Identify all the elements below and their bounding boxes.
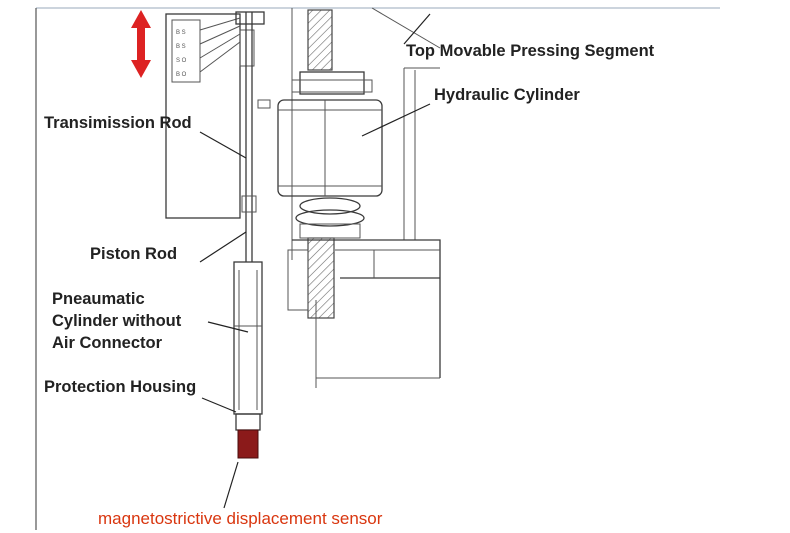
label-pneumatic-line3: Air Connector — [52, 334, 163, 352]
transmission-rod — [241, 12, 271, 262]
control-box: B S B S S O B O — [165, 11, 265, 219]
svg-text:B O: B O — [176, 72, 187, 78]
hydraulic-cylinder-body — [277, 71, 383, 239]
motion-double-arrow-icon — [131, 10, 151, 78]
label-top-segment: Top Movable Pressing Segment — [406, 42, 655, 60]
svg-text:B S: B S — [176, 30, 186, 36]
label-pneumatic-line1: Pneaumatic — [52, 290, 145, 308]
pneumatic-cylinder — [233, 261, 263, 415]
label-pneumatic-line2: Cylinder without — [52, 312, 182, 330]
leader-sensor — [223, 461, 239, 509]
protection-housing-cap — [235, 413, 261, 431]
label-piston-rod: Piston Rod — [90, 245, 177, 263]
svg-text:B S: B S — [176, 44, 186, 50]
leader-top-segment — [403, 13, 431, 45]
magnetostrictive-sensor-body — [237, 429, 259, 459]
leader-piston — [199, 231, 247, 263]
leader-hydraulic — [361, 103, 431, 137]
upper-hatched-column — [307, 9, 333, 71]
leader-pneumatic — [207, 321, 249, 333]
lower-hatched-column — [307, 237, 335, 319]
press-bed — [287, 239, 441, 388]
label-protection-housing: Protection Housing — [44, 378, 196, 396]
press-frame — [291, 7, 441, 260]
leader-transmission — [199, 131, 247, 159]
label-hydraulic-cylinder: Hydraulic Cylinder — [434, 86, 580, 104]
leader-protection — [201, 397, 237, 413]
label-sensor: magnetostrictive displacement sensor — [98, 509, 383, 528]
svg-text:S O: S O — [176, 58, 187, 64]
label-transmission-rod: Transimission Rod — [44, 114, 192, 132]
